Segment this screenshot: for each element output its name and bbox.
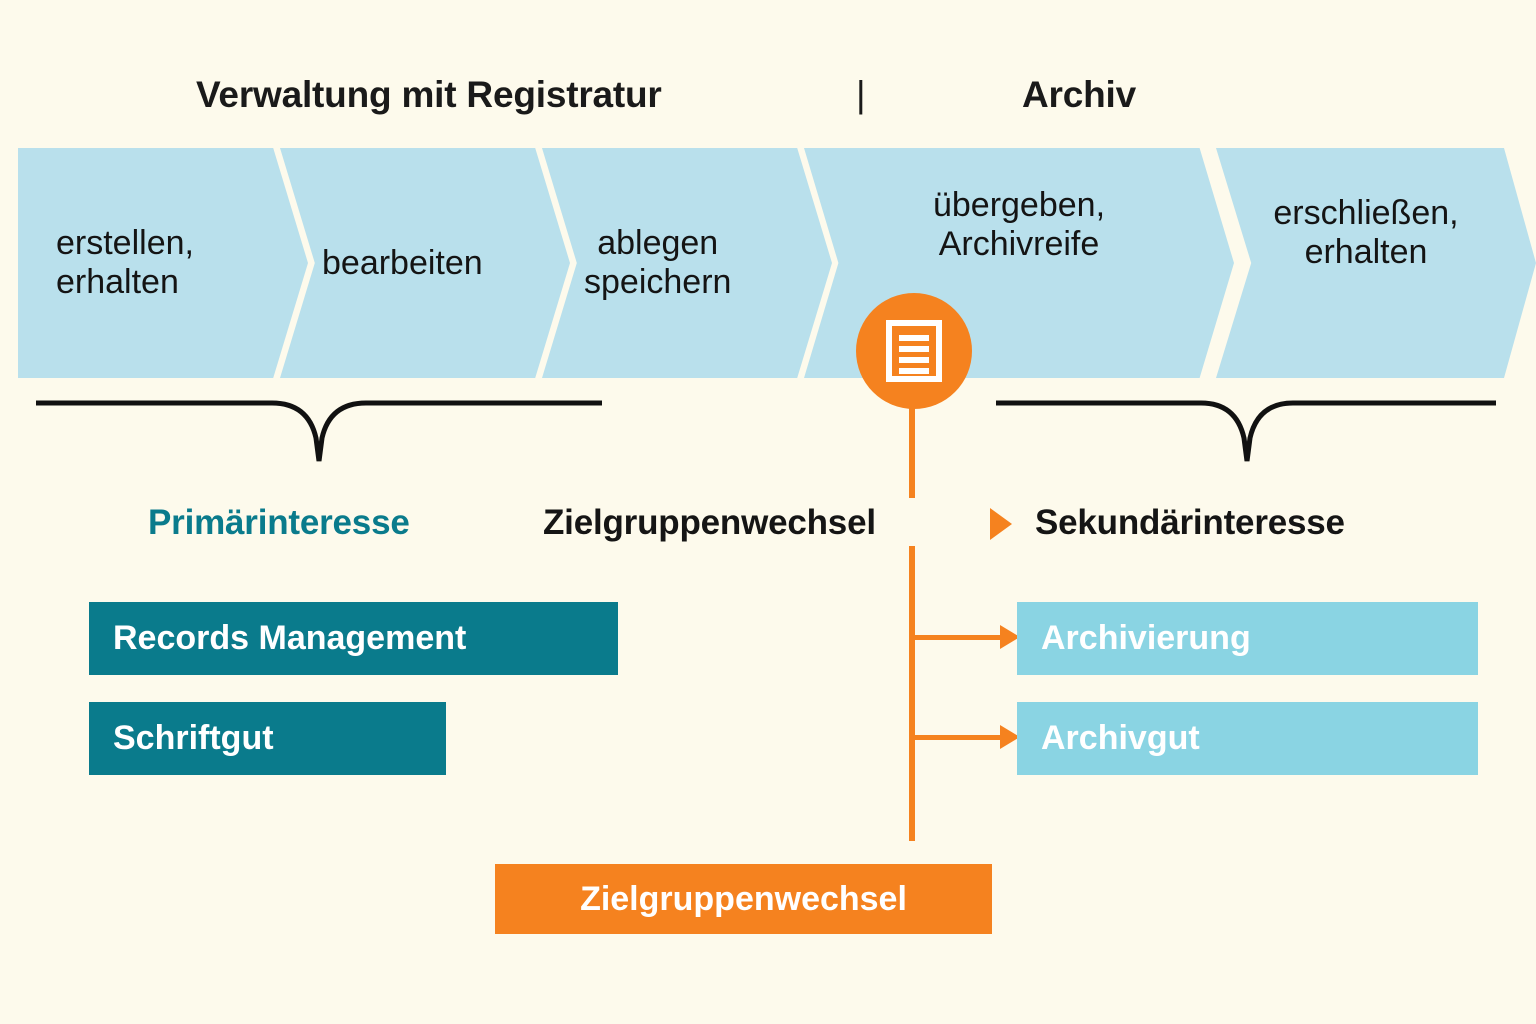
- chevron-stage-erschliessen[interactable]: erschließen, erhalten: [1216, 148, 1536, 378]
- chevron-stage-erstellen[interactable]: erstellen, erhalten: [18, 148, 308, 378]
- label-sekundaerinteresse: Sekundärinteresse: [1035, 503, 1345, 542]
- header-separator: |: [856, 74, 866, 115]
- box-zielgruppenwechsel[interactable]: Zielgruppenwechsel: [495, 864, 992, 934]
- document-badge[interactable]: [856, 293, 972, 409]
- box-label: Archivgut: [1041, 719, 1200, 757]
- chevron-stage-ablegen[interactable]: ablegen speichern: [542, 148, 832, 378]
- chevron-stage-bearbeiten[interactable]: bearbeiten: [280, 148, 570, 378]
- header-title-verwaltung: Verwaltung mit Registratur: [196, 74, 662, 115]
- brace-primary: [36, 400, 602, 462]
- box-label: Archivierung: [1041, 619, 1251, 657]
- label-zielgruppenwechsel: Zielgruppenwechsel: [543, 503, 876, 542]
- arrowhead-archivierung-icon: [1000, 625, 1020, 649]
- chevron-label: erstellen, erhalten: [56, 224, 194, 301]
- chevron-label: übergeben, Archivreife: [932, 186, 1106, 263]
- transition-arrow-icon: [990, 508, 1012, 540]
- brace-secondary: [996, 400, 1496, 462]
- chevron-label: bearbeiten: [322, 243, 483, 282]
- chevron-label: ablegen speichern: [584, 224, 732, 301]
- chevron-label: erschließen, erhalten: [1273, 194, 1459, 271]
- box-label: Records Management: [113, 619, 467, 657]
- connector-vertical-lower: [909, 546, 915, 841]
- box-archivgut[interactable]: Archivgut: [1017, 702, 1478, 775]
- document-icon: [886, 320, 942, 382]
- connector-horizontal-archivierung: [909, 635, 1005, 640]
- connector-vertical-upper: [909, 398, 915, 498]
- header-title-archiv: Archiv: [1022, 74, 1136, 115]
- lifecycle-chevron-band: erstellen, erhalten bearbeiten ablegen s…: [0, 148, 1536, 378]
- box-archivierung[interactable]: Archivierung: [1017, 602, 1478, 675]
- label-primaerinteresse: Primärinteresse: [148, 503, 410, 542]
- box-label: Schriftgut: [113, 719, 274, 757]
- connector-horizontal-archivgut: [909, 735, 1005, 740]
- box-label: Zielgruppenwechsel: [580, 879, 907, 918]
- box-schriftgut[interactable]: Schriftgut: [89, 702, 446, 775]
- box-records-management[interactable]: Records Management: [89, 602, 618, 675]
- arrowhead-archivgut-icon: [1000, 725, 1020, 749]
